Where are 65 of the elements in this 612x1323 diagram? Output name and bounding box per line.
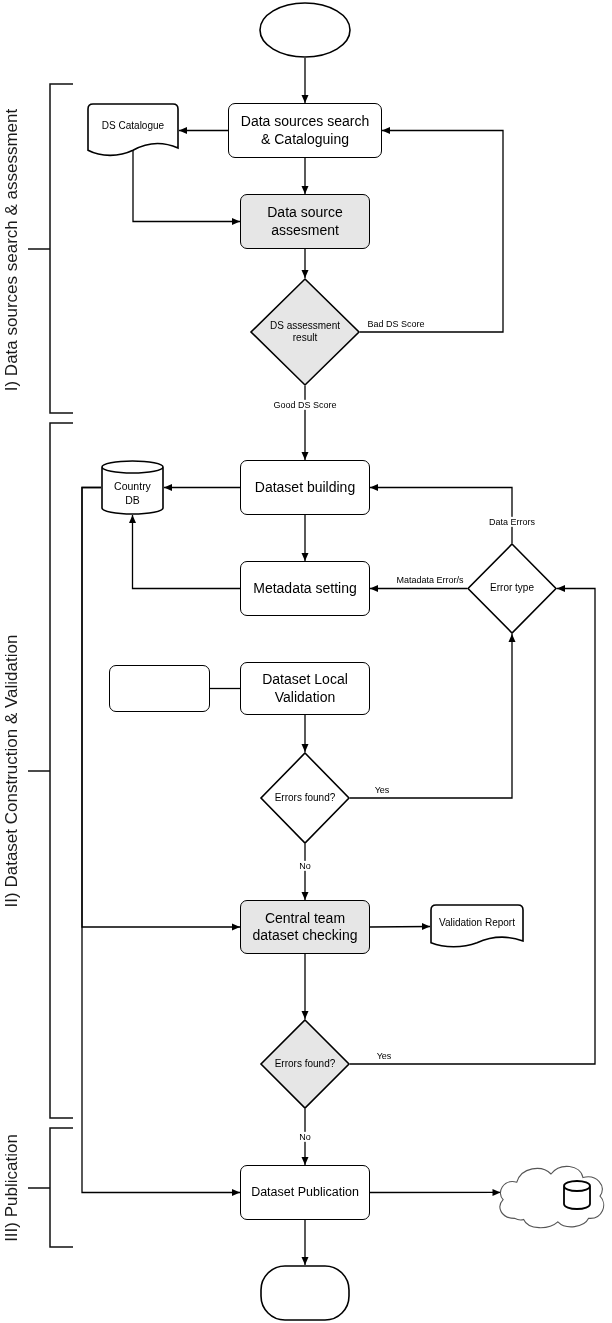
database-text: Country DB [113,480,152,507]
process-box [240,662,370,715]
document-text: Validation Report [439,917,515,930]
process-box [240,194,370,249]
step-text: Central team dataset checking [251,909,359,945]
arrow [129,514,241,590]
decision-diamond [467,543,557,634]
arrow [178,127,229,134]
edge-label: No [298,1131,312,1143]
section-label: II) Dataset Construction & Validation [2,634,22,908]
arrow [301,157,309,195]
edge-label: Yes [375,1050,393,1062]
section-label: I) Data sources search & assessment [2,108,22,392]
arrow [132,149,241,225]
start-oval [259,2,351,58]
database-cylinder [101,460,164,515]
arrow [301,514,309,562]
step-text: Data sources search & Cataloguing [239,113,371,148]
document-shape [87,103,179,158]
process-box [240,900,370,954]
arrow [369,1188,502,1196]
connector-line [209,687,241,690]
process-box [228,103,382,158]
arrow [369,484,513,544]
end-terminal [260,1265,350,1321]
arrow [81,486,241,1196]
arrow [301,714,309,753]
decision-text: Error type [490,582,534,595]
arrow [349,585,596,1065]
arrow [163,484,241,491]
edge-label: Yes [373,784,391,796]
arrow [301,57,309,104]
decision-text: DS assessment result [269,319,341,345]
decision-diamond [260,1019,350,1109]
edge-label: Data Errors [488,516,536,528]
document-text: DS Catalogue [101,120,165,133]
arrow [359,127,504,333]
arrow [301,843,309,901]
step-text: Metadata setting [253,579,357,598]
decision-diamond [250,278,360,386]
decision-text: Errors found? [274,1057,336,1071]
process-box [240,460,370,515]
arrow [369,585,468,592]
process-box [240,1165,370,1220]
arrow [369,923,431,931]
arrow [301,953,309,1020]
edge-label: Good DS Score [272,399,338,411]
arrow [301,248,309,279]
document-shape [430,904,524,949]
step-text: Dataset Local Validation [261,671,349,706]
arrow [301,1108,309,1166]
section-label: III) Publication [2,1134,22,1242]
decision-diamond [260,752,350,844]
edge-label: Bad DS Score [366,318,426,330]
edge-label: No [298,860,312,872]
step-text: Data source assesment [266,204,344,239]
edge-label: Matadata Error/s [395,574,465,586]
step-text: Dataset Publication [251,1184,359,1201]
arrow [301,1219,309,1266]
step-text: Dataset building [254,478,356,497]
arrow [349,633,516,799]
blank-box [109,665,210,712]
arrow [301,385,309,461]
decision-text: Errors found? [274,791,336,805]
process-box [240,561,370,616]
